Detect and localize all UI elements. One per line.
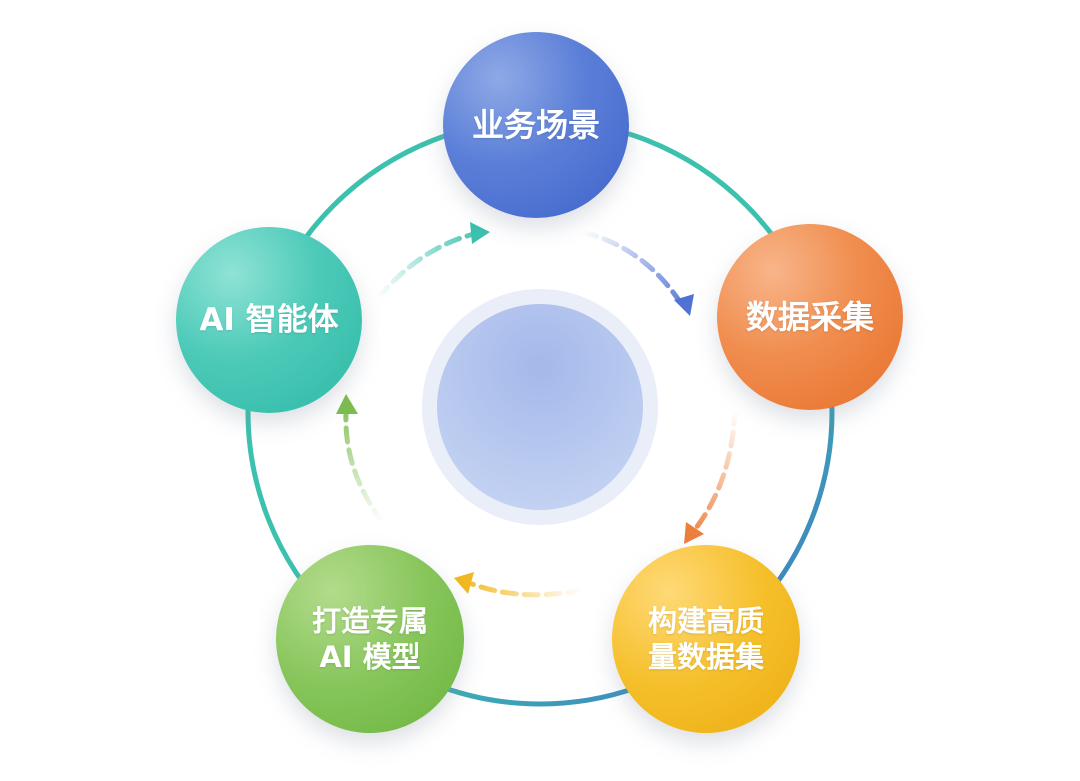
flow-arrow-collect-to-dataset	[684, 407, 738, 544]
node-custom-ai-model: 打造专属 AI 模型	[276, 545, 464, 733]
arrowhead-icon	[470, 222, 490, 244]
arrowhead-icon	[336, 394, 358, 414]
arrowhead-icon	[684, 522, 704, 544]
node-label: 构建高质 量数据集	[647, 603, 764, 674]
flow-arrow-agent-to-scene	[375, 222, 490, 301]
node-label: 业务场景	[471, 106, 600, 144]
node-ai-agent: AI 智能体	[176, 227, 362, 413]
flow-arrow-scene-to-collect	[580, 229, 694, 316]
node-data-collection: 数据采集	[717, 224, 903, 410]
node-label: 数据采集	[745, 298, 874, 336]
center-circle	[437, 304, 643, 510]
node-label: AI 智能体	[199, 301, 339, 338]
flow-arrow-dataset-to-model	[454, 572, 585, 598]
node-business-scene: 业务场景	[443, 32, 629, 218]
node-build-dataset: 构建高质 量数据集	[612, 545, 800, 733]
arrowhead-icon	[674, 294, 694, 316]
flow-arrow-model-to-agent	[336, 394, 385, 525]
node-label: 打造专属 AI 模型	[311, 603, 428, 674]
arrowhead-icon	[454, 572, 474, 594]
